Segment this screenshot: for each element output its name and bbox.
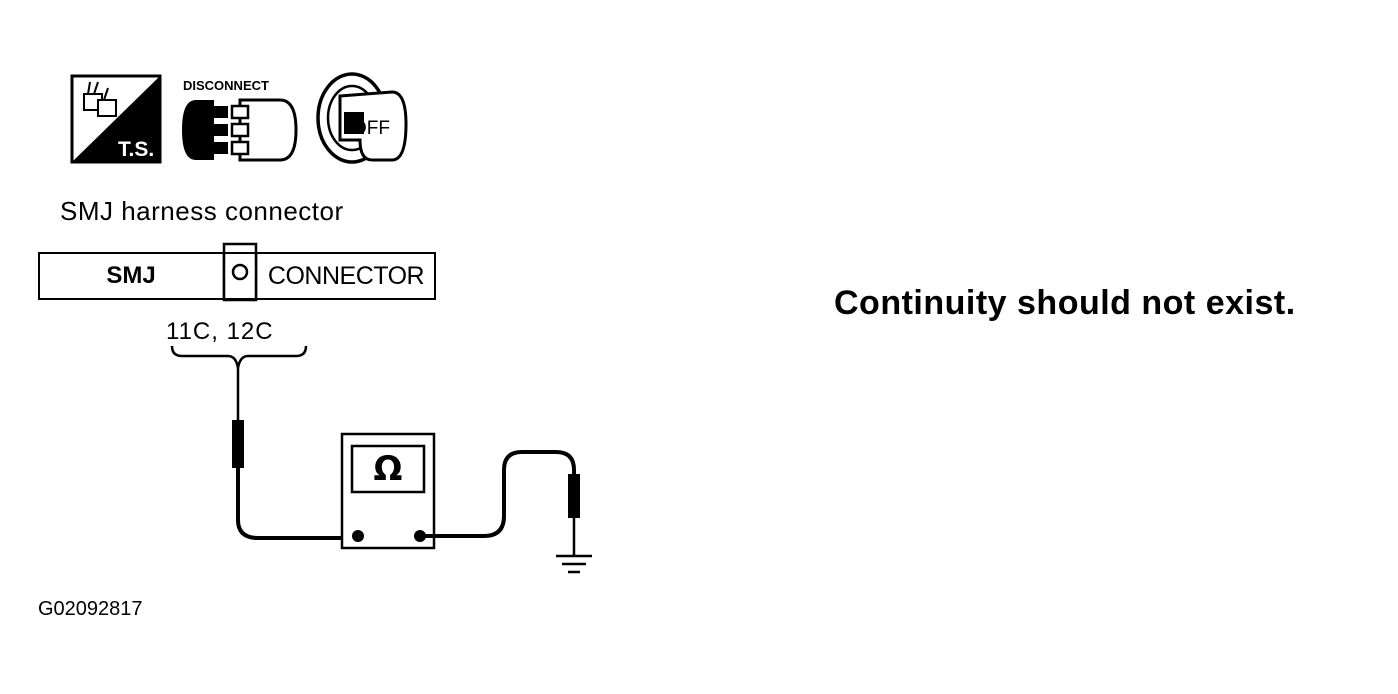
terminal-brace: [170, 345, 308, 369]
ts-icon-label: T.S.: [118, 138, 154, 161]
disconnect-icon: DISCONNECT: [182, 78, 298, 162]
ts-icon: T.S.: [70, 74, 162, 164]
terminal-label: 11C, 12C: [166, 318, 274, 345]
ohmmeter: [340, 432, 436, 550]
right-test-lead: [420, 450, 576, 538]
connector-caption: SMJ harness connector: [60, 196, 344, 226]
right-probe: [568, 474, 580, 518]
result-statement: Continuity should not exist.: [834, 284, 1296, 322]
ground-icon: [556, 554, 592, 574]
ignition-key-icon: OFF: [316, 72, 408, 164]
left-probe: [232, 420, 244, 468]
connector-outline: [38, 252, 436, 300]
ohm-icon: Ω: [373, 449, 403, 489]
connector-pin-icon: [231, 263, 249, 281]
connector-type: CONNECTOR: [267, 261, 425, 290]
figure-id: G02092817: [38, 598, 143, 620]
ignition-icon-label: OFF: [352, 118, 390, 139]
disconnect-icon-label: DISCONNECT: [183, 78, 269, 93]
left-test-lead: [236, 468, 356, 540]
connector-name: SMJ: [106, 262, 156, 289]
